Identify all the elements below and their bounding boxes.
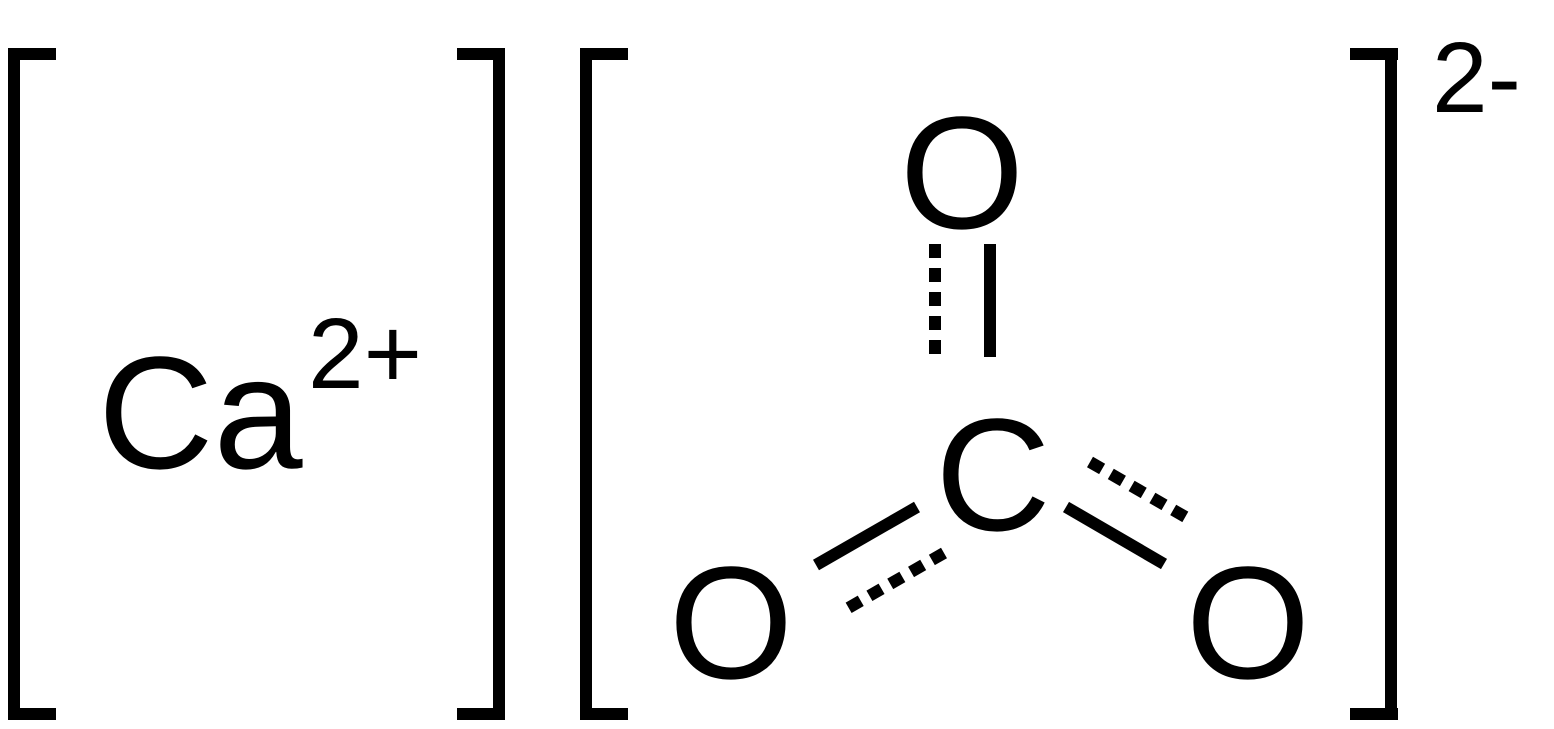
- anion-bracket-left: [580, 48, 628, 720]
- bond-c-o-top: [929, 244, 996, 357]
- calcium-charge: 2+: [308, 298, 422, 410]
- bond-c-o-right-dashed: [1087, 456, 1192, 525]
- oxygen-left-label: O: [669, 533, 793, 712]
- bond-c-o-left: [813, 501, 947, 617]
- bond-c-o-right: [1062, 456, 1192, 570]
- anion-bracket-right: [1350, 48, 1398, 720]
- calcium-symbol: Ca: [98, 323, 303, 502]
- oxygen-top-label: O: [900, 83, 1024, 262]
- oxygen-right-label: O: [1186, 533, 1310, 712]
- bond-c-o-right-solid: [1062, 501, 1168, 570]
- bond-c-o-left-solid: [813, 501, 920, 571]
- bond-c-o-left-dashed: [840, 547, 947, 617]
- anion-charge: 2-: [1432, 22, 1521, 134]
- cation-bracket-right: [457, 48, 505, 720]
- carbon-label: C: [935, 385, 1051, 564]
- cation-bracket-left: [8, 48, 56, 720]
